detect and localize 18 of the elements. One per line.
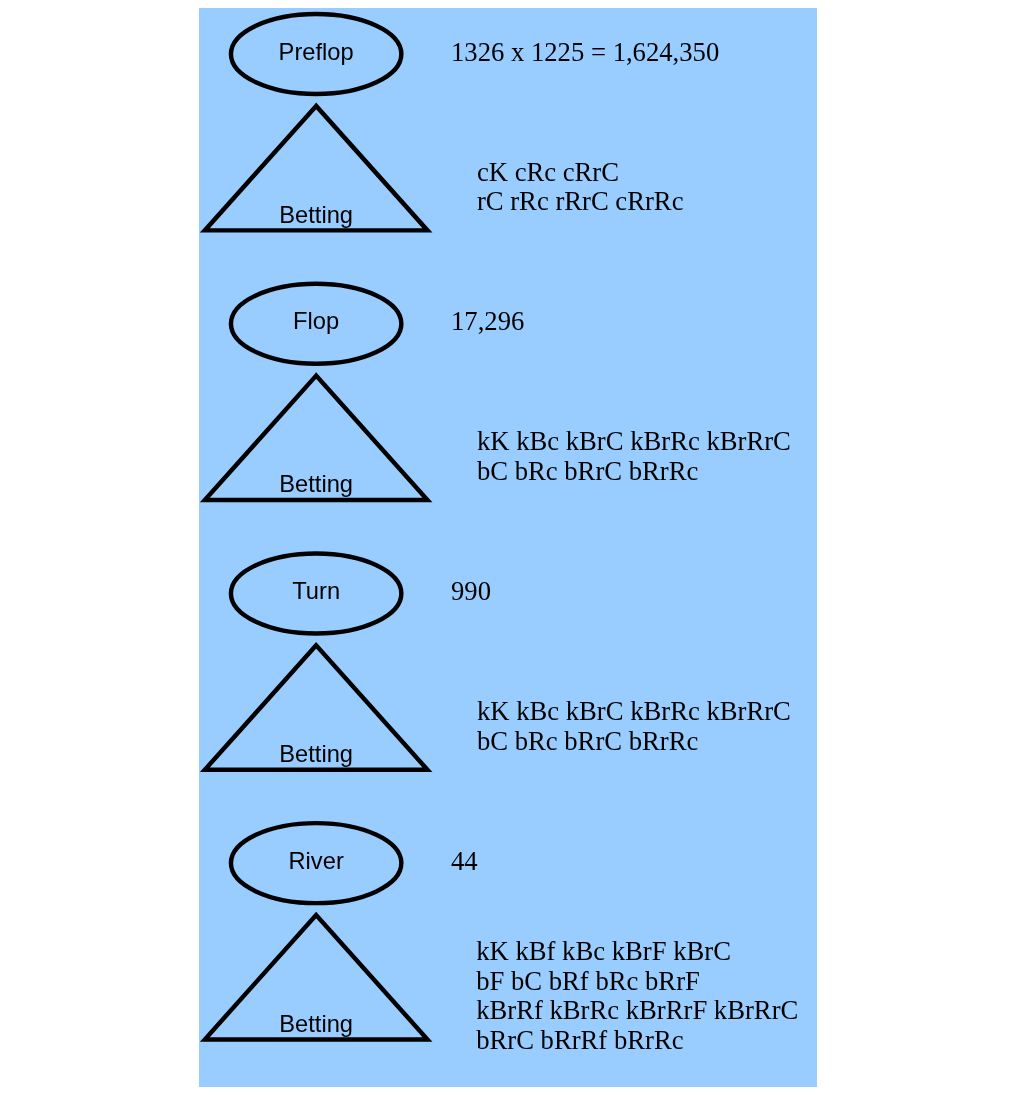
node-label: 1326 x 1225 = 1,624,350: [450, 36, 719, 67]
node-label: kK kBf kBc kBrF kBrC: [475, 936, 731, 967]
node-label: kK kBc kBrC kBrRc kBrRrC: [476, 695, 791, 726]
node-label: kK kBc kBrC kBrRc kBrRrC: [476, 426, 791, 457]
node-label: kBrRf kBrRc kBrRrF kBrRrC: [475, 995, 798, 1026]
node-label: 990: [450, 575, 491, 606]
node-label: cK cRc cRrC: [476, 156, 619, 187]
node-ellipse: Preflop: [228, 11, 404, 97]
node-label: bF bC bRf bRc bRrF: [475, 965, 700, 996]
node-ellipse: Flop: [228, 281, 404, 366]
node-label: 17,296: [450, 306, 524, 337]
node-label: bC bRc bRrC bRrRc: [476, 725, 698, 756]
node-ellipse: River: [228, 820, 404, 906]
node-ellipse: Turn: [228, 551, 404, 636]
node-label: rC rRc rRrC cRrRc: [476, 186, 683, 217]
node-label: bRrC bRrRf bRrRc: [475, 1024, 684, 1055]
node-label: bC bRc bRrC bRrRc: [476, 455, 698, 486]
node-label: 44: [450, 845, 478, 876]
